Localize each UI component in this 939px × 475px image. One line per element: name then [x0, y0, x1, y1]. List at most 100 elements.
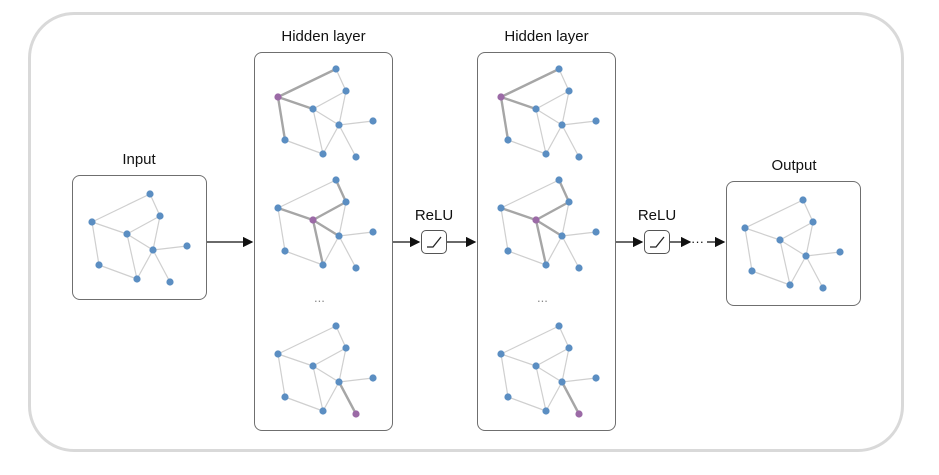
graph-edge — [744, 227, 753, 272]
graph-edge — [535, 365, 547, 412]
graph-node — [335, 378, 343, 386]
graph-node — [332, 176, 340, 184]
graph-edge — [338, 120, 374, 126]
graph-node — [558, 232, 566, 240]
graph-edge — [535, 108, 563, 126]
graph-edge — [322, 124, 340, 155]
highlighted-edge — [277, 206, 314, 222]
graph-edge — [561, 124, 580, 158]
graph-node — [802, 252, 810, 260]
graph-edge — [561, 201, 570, 237]
graph-edge — [500, 325, 560, 355]
graph-node — [332, 65, 340, 73]
graph-edge — [507, 139, 547, 155]
graph-node — [565, 344, 573, 352]
graph-edge — [744, 199, 804, 229]
hidden-1-graph-3 — [274, 322, 377, 418]
graph-node — [183, 242, 191, 250]
graph-node — [809, 218, 817, 226]
graph-edge — [779, 239, 807, 257]
graph-node — [575, 264, 583, 272]
graph-node — [504, 393, 512, 401]
graph-node — [309, 105, 317, 113]
graph-node — [332, 322, 340, 330]
highlighted-edge — [499, 96, 510, 141]
graph-edge — [545, 124, 563, 155]
hidden-layer-1-ellipsis: ... — [314, 290, 325, 305]
graph-edge — [500, 353, 537, 367]
highlighted-edge — [337, 381, 358, 415]
graph-edge — [561, 231, 597, 237]
highlighted-edge — [500, 206, 537, 222]
output-graph — [741, 196, 844, 292]
graph-edge — [500, 353, 509, 398]
graph-node — [369, 228, 377, 236]
graph-node — [555, 65, 563, 73]
graph-node — [786, 281, 794, 289]
relu-2-label: ReLU — [637, 207, 677, 224]
graph-node — [156, 212, 164, 220]
graph-edge — [558, 325, 570, 349]
relu-1-label: ReLU — [414, 207, 454, 224]
graph-edge — [312, 90, 347, 110]
graph-edge — [152, 215, 161, 251]
graph-edge — [561, 120, 597, 126]
highlighted-edge — [535, 200, 570, 222]
highlighted-edge — [334, 179, 348, 203]
highlighted-edge — [311, 219, 325, 266]
graph-node — [352, 264, 360, 272]
graph-edge — [751, 270, 791, 286]
hidden-layer-2-ellipsis: ... — [537, 290, 548, 305]
hidden-1-graph-1 — [274, 65, 377, 161]
graph-edge — [152, 249, 171, 283]
graph-edge — [277, 325, 337, 355]
graph-node — [836, 248, 844, 256]
input-label: Input — [122, 151, 156, 168]
output-label: Output — [771, 157, 817, 174]
hidden-2-graph-2 — [497, 176, 600, 272]
graph-edge — [312, 108, 340, 126]
graph-node — [133, 275, 141, 283]
graph-edge — [561, 90, 570, 126]
graph-edge — [126, 215, 161, 235]
graph-edge — [338, 90, 347, 126]
graph-node — [497, 204, 505, 212]
highlighted-node — [497, 93, 505, 101]
graph-edge — [312, 365, 340, 383]
graph-edge — [98, 264, 138, 280]
graph-node — [504, 136, 512, 144]
graph-edge — [779, 239, 791, 286]
graph-node — [532, 362, 540, 370]
hidden-2-graph-1 — [497, 65, 600, 161]
graph-node — [565, 198, 573, 206]
graph-node — [542, 407, 550, 415]
graph-node — [342, 198, 350, 206]
highlighted-node — [274, 93, 282, 101]
graph-node — [497, 350, 505, 358]
graph-edge — [149, 193, 161, 217]
highlighted-edge — [277, 67, 337, 99]
graph-edge — [277, 353, 286, 398]
graph-edge — [312, 365, 324, 412]
post-relu-ellipsis: ··· — [691, 234, 704, 249]
graph-node — [149, 246, 157, 254]
graph-edge — [284, 396, 324, 412]
highlighted-node — [352, 410, 360, 418]
graph-node — [369, 117, 377, 125]
graph-node — [274, 350, 282, 358]
hidden-layer-2-label: Hidden layer — [504, 28, 589, 45]
graph-node — [542, 261, 550, 269]
highlighted-edge — [277, 95, 314, 111]
graph-node — [146, 190, 154, 198]
graph-node — [555, 176, 563, 184]
highlighted-edge — [276, 96, 287, 141]
graph-node — [88, 218, 96, 226]
graph-node — [319, 150, 327, 158]
graph-edge — [335, 68, 347, 92]
graph-edge — [779, 221, 814, 241]
graph-edge — [277, 179, 337, 209]
graph-node — [555, 322, 563, 330]
graph-edge — [535, 90, 570, 110]
graph-edge — [535, 108, 547, 155]
